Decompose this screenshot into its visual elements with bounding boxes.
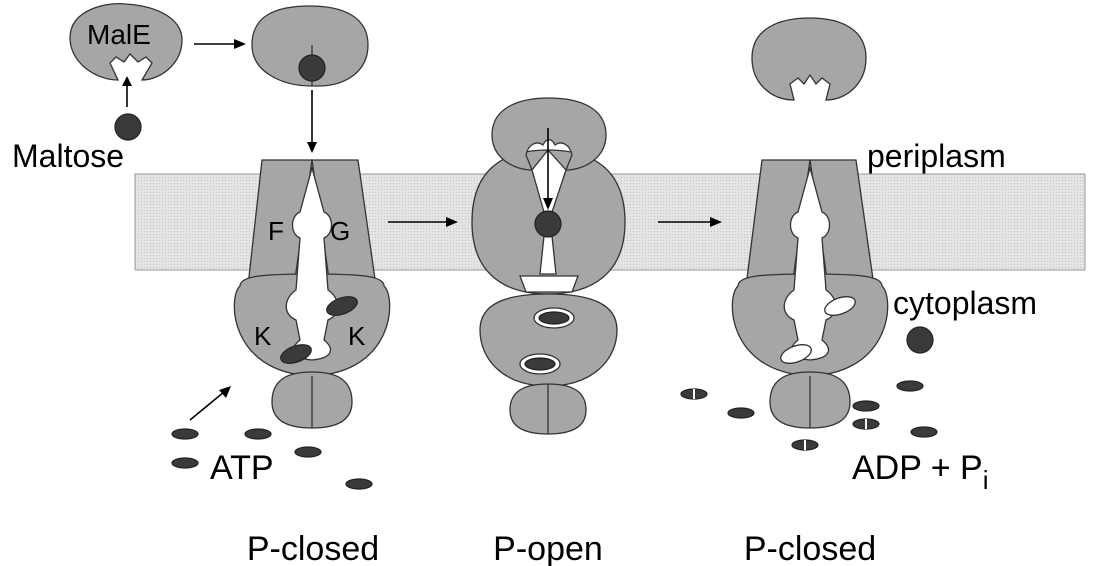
adp-text: ADP + P [852,449,983,487]
state-label-1: P-closed [247,530,379,566]
arrow-male-right [194,39,246,49]
periplasm-label: periplasm [867,138,1006,174]
maltose-label: Maltose [12,138,124,174]
subunit-k-right-label: K [348,321,366,351]
arrow-maltose-up [122,76,132,107]
released-maltose [907,327,933,353]
state-label-3: P-closed [744,530,876,566]
arrow-male-down [307,90,317,153]
adp-subscript: i [983,465,989,495]
subunit-g-label: G [330,216,350,246]
state-label-2: P-open [493,530,603,566]
male-released [752,18,866,100]
male-label: MalE [87,19,151,50]
arrow-atp-up [190,386,231,420]
male-closed [252,6,368,86]
subunit-f-label: F [268,216,284,246]
subunit-k-left-label: K [254,321,272,351]
maltose-molecule [115,114,141,140]
atp-label: ATP [210,449,274,487]
cytoplasm-label: cytoplasm [893,285,1037,321]
adp-label: ADP + Pi [852,449,989,495]
